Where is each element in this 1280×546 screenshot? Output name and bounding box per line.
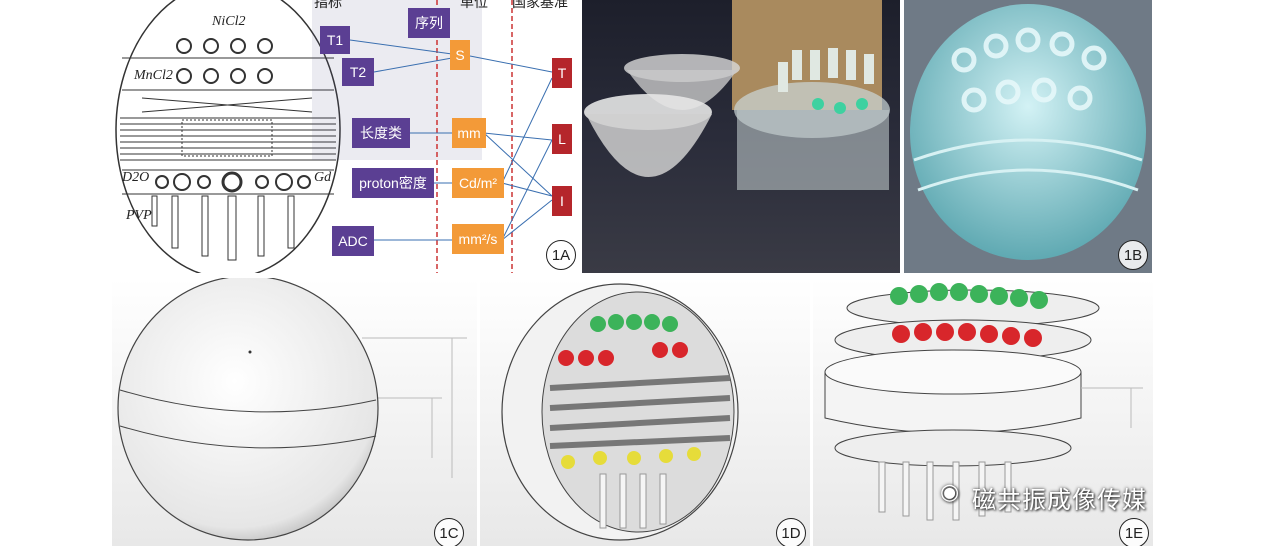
panel-label-1a: 1A	[546, 240, 576, 270]
cutaway-sphere	[501, 283, 739, 541]
indicator-proton: proton密度	[352, 168, 434, 198]
panel-label-1c: 1C	[434, 518, 464, 546]
phantom-schematic	[115, 0, 341, 273]
indicator-t2: T2	[342, 58, 374, 86]
panel-1b: 1B	[904, 0, 1152, 273]
chem-mncl2: MnCl2	[134, 68, 173, 83]
header-standard: 国家基准	[512, 0, 568, 11]
panel-1a: NiCl2 MnCl2 D2O Gd PVP 指标 单位 国家基准 序列 T1 …	[112, 0, 580, 273]
seq-header-box: 序列	[408, 8, 450, 38]
flow-arrows	[349, 0, 553, 273]
indicator-length: 长度类	[352, 118, 410, 148]
panel-label-1e: 1E	[1119, 518, 1149, 546]
indicator-t1: T1	[320, 26, 350, 54]
wechat-icon: ◉	[940, 480, 961, 505]
phantom-photo	[582, 0, 900, 273]
panel-label-1b: 1B	[1118, 240, 1148, 270]
panel-1d: 1D	[480, 278, 810, 546]
standard-t: T	[552, 58, 572, 88]
panel-1e: 1E	[813, 278, 1153, 546]
glass-sphere	[910, 4, 1146, 260]
photo-objects	[584, 48, 890, 190]
chem-pvp: PVP	[126, 208, 152, 223]
watermark-text: 磁共振成像传媒	[972, 486, 1147, 514]
chem-d2o: D2O	[122, 170, 150, 185]
standard-i: I	[552, 186, 572, 216]
sequence-s: S	[450, 40, 470, 70]
exploded-layers	[824, 283, 1143, 521]
chem-nicl2: NiCl2	[212, 14, 246, 29]
header-unit: 单位	[460, 0, 488, 11]
chem-gd: Gd	[314, 170, 332, 185]
header-indicator: 指标	[314, 0, 342, 11]
unit-mm: mm	[452, 118, 486, 148]
sphere-3d	[117, 278, 467, 541]
unit-mm2s: mm²/s	[452, 224, 504, 254]
standard-l: L	[552, 124, 572, 154]
panel-1c: 1C	[112, 278, 477, 546]
panel-label-1d: 1D	[776, 518, 806, 546]
indicator-adc: ADC	[332, 226, 374, 256]
unit-cd: Cd/m²	[452, 168, 504, 198]
